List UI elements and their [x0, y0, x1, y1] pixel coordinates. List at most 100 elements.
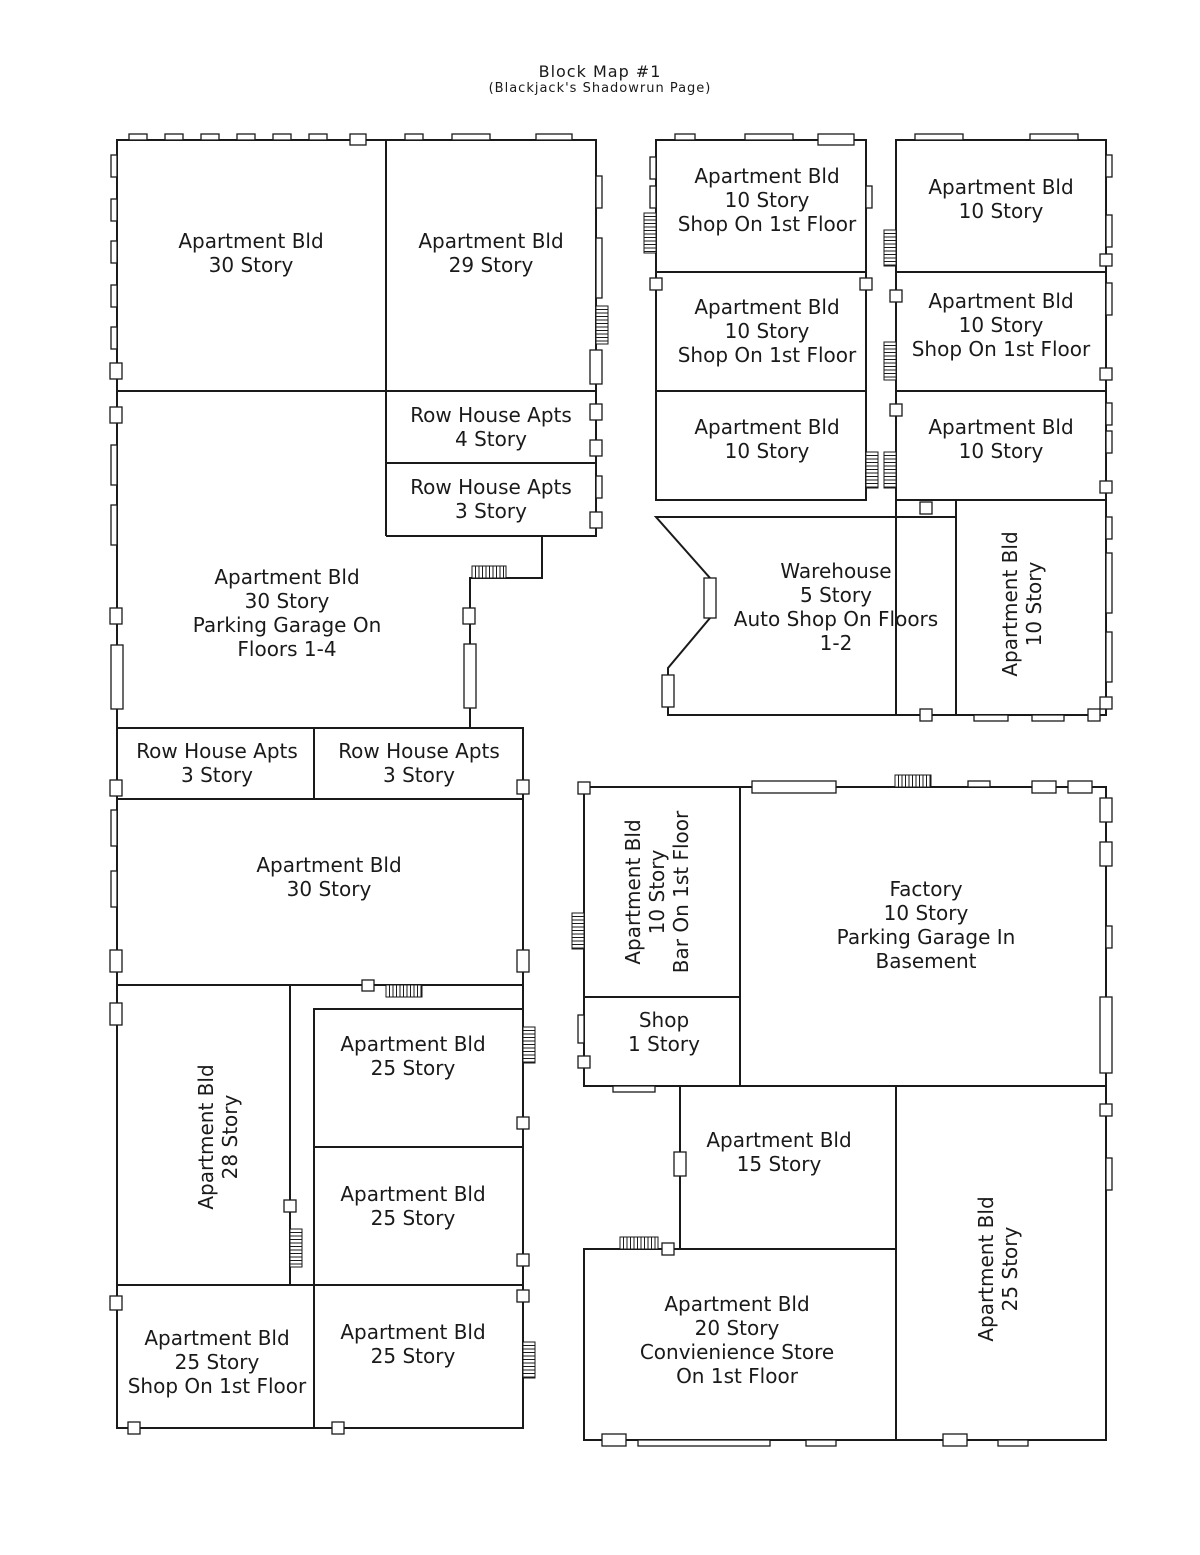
window [967, 780, 991, 788]
door [516, 1116, 530, 1130]
window [1099, 996, 1113, 1074]
building-label-line: 1-2 [820, 631, 853, 655]
door [942, 1433, 968, 1447]
door [673, 1151, 687, 1177]
map-subtitle: (Blackjack's Shadowrun Page) [488, 81, 712, 96]
window [612, 1085, 656, 1093]
building-label-line: Floors 1-4 [237, 637, 336, 661]
building-label-line: 10 Story [959, 313, 1044, 337]
building-label-line: 10 Story [1022, 562, 1046, 647]
door [1031, 780, 1057, 794]
stairs-icon [619, 1236, 659, 1250]
window [1029, 133, 1079, 141]
door [601, 1433, 627, 1447]
door [661, 674, 675, 708]
window [110, 870, 118, 908]
wall-left-block [116, 391, 543, 1429]
building-label-line: Shop [639, 1008, 689, 1032]
building-label-line: Apartment Bld [928, 289, 1073, 313]
window [595, 237, 603, 299]
window [1031, 714, 1065, 722]
building-label-line: Parking Garage On [193, 613, 382, 637]
door [109, 362, 123, 380]
stairs-icon [595, 305, 609, 345]
door [516, 779, 530, 795]
door [516, 1289, 530, 1303]
building-label-line: Apartment Bld [340, 1320, 485, 1344]
window [1105, 430, 1113, 454]
window [1105, 516, 1113, 540]
window [110, 284, 118, 308]
window [1105, 214, 1113, 248]
building-label: Apartment Bld10 Story [998, 531, 1046, 676]
door [859, 277, 873, 291]
building-label-line: Shop On 1st Floor [128, 1374, 307, 1398]
building-label-line: 1 Story [628, 1032, 700, 1056]
window [997, 1439, 1029, 1447]
building-label-line: 30 Story [287, 877, 372, 901]
window [637, 1439, 771, 1447]
building-label-line: Apartment Bld [418, 229, 563, 253]
window [110, 240, 118, 264]
wall-apartment-25-stack [313, 1008, 524, 1429]
building-label-line: Shop On 1st Floor [912, 337, 1091, 361]
door [577, 1055, 591, 1069]
door [649, 277, 663, 291]
building-label-line: 25 Story [371, 1206, 456, 1230]
doors-windows-stairs [109, 133, 1113, 1447]
window [914, 133, 964, 141]
stairs-icon [471, 565, 507, 579]
window [128, 133, 148, 141]
window [744, 133, 794, 141]
building-label-line: Shop On 1st Floor [678, 343, 857, 367]
stairs-icon [289, 1228, 303, 1268]
door [919, 501, 933, 515]
door [589, 439, 603, 457]
building-label-line: 3 Story [455, 499, 527, 523]
window [595, 175, 603, 209]
building-label-line: 28 Story [218, 1095, 242, 1180]
window [535, 133, 573, 141]
door [349, 133, 367, 146]
building-label-line: Bar On 1st Floor [669, 810, 693, 973]
window [110, 154, 118, 178]
building-label-line: Apartment Bld [194, 1064, 218, 1209]
window [1105, 1157, 1113, 1191]
door [1099, 480, 1113, 494]
window [973, 714, 1009, 722]
window [463, 643, 477, 709]
window [1105, 552, 1113, 614]
building-label-line: 30 Story [209, 253, 294, 277]
building-label-line: Apartment Bld [214, 565, 359, 589]
building-label-line: 25 Story [998, 1227, 1022, 1312]
building-label-line: 10 Story [645, 850, 669, 935]
stairs-icon [883, 451, 897, 489]
door [109, 1002, 123, 1026]
building-label-line: 15 Story [737, 1152, 822, 1176]
window [674, 133, 696, 141]
door [577, 781, 591, 795]
building-label-line: On 1st Floor [676, 1364, 799, 1388]
building-label-line: 5 Story [800, 583, 872, 607]
stairs-icon [883, 341, 897, 381]
building-label-line: Auto Shop On Floors [734, 607, 938, 631]
door [361, 979, 375, 992]
building-label-line: Basement [875, 949, 976, 973]
window [649, 156, 657, 180]
building-label-line: Parking Garage In [837, 925, 1016, 949]
building-label-line: Warehouse [780, 559, 891, 583]
door [127, 1421, 141, 1435]
door [109, 607, 123, 625]
